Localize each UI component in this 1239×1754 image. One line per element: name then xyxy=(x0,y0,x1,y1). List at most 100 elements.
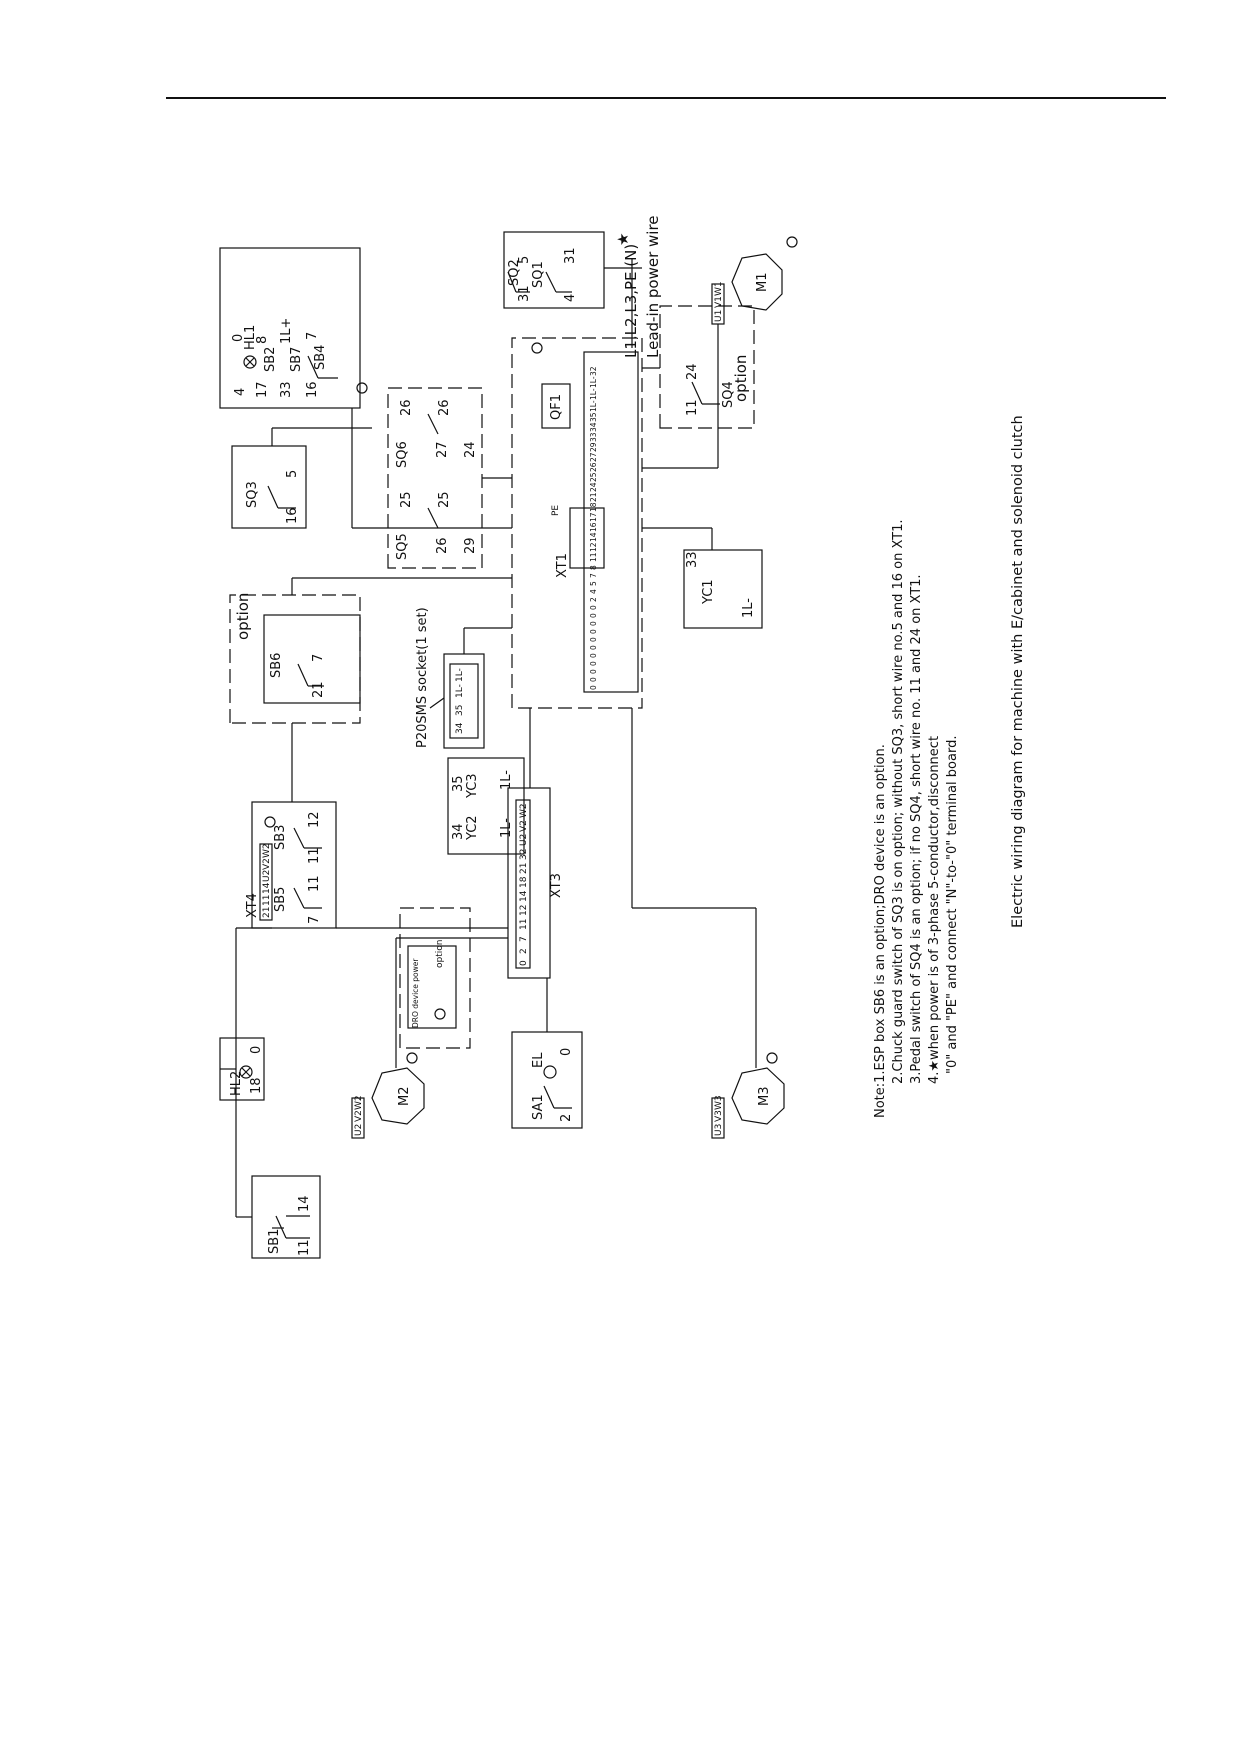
yc3-terminal: 35 xyxy=(451,775,466,792)
sq3-terminal-a: 16 xyxy=(285,507,300,524)
sb5-terminal-a: 7 xyxy=(307,916,322,924)
xt1-terminal: 8 xyxy=(589,565,598,570)
sq6-terminal-b: 27 xyxy=(435,441,450,458)
sb2-terminal-b: 8 xyxy=(255,336,270,344)
sq1-sq2-box: SQ1 SQ2 4 31 31 5 xyxy=(503,231,605,309)
xt1-terminal: 4 xyxy=(589,589,598,594)
sq4-terminal-a: 11 xyxy=(685,399,700,416)
m1-label: M1 xyxy=(755,273,770,293)
sb1-label: SB1 xyxy=(267,1229,282,1254)
sq2-terminal-b: 5 xyxy=(517,256,532,264)
sq4-option-box: SQ4 11 24 option xyxy=(659,305,755,429)
xt1-terminal: 21 xyxy=(589,492,598,502)
socket-pin: 35 xyxy=(455,705,465,716)
m3-terminal: V3 xyxy=(714,1110,724,1122)
sq6-terminal-d: 24 xyxy=(463,441,478,458)
xt1-terminal: 26 xyxy=(589,462,598,472)
sb7-label: SB7 xyxy=(289,347,304,372)
socket-label: P20SMS socket(1 set) xyxy=(415,607,430,748)
xt1-terminal: 0 xyxy=(589,613,598,618)
sq6-terminal-a: 26 xyxy=(399,399,414,416)
xt1-terminal: 12 xyxy=(589,542,598,552)
yc1-label: YC1 xyxy=(701,579,716,605)
xt4-terminal: 21 xyxy=(262,907,272,918)
yc2-bottom-terminal: 1L- xyxy=(499,818,514,838)
socket-pin: 1L- xyxy=(455,684,465,698)
yc1-terminal-a: 33 xyxy=(685,551,700,568)
p20sms-socket: 34 35 1L- 1L- P20SMS socket(1 set) xyxy=(415,607,485,749)
xt1-terminal: 0 xyxy=(589,669,598,674)
hl2-terminal-b: 0 xyxy=(249,1046,264,1054)
sb1-terminal-b: 14 xyxy=(297,1195,312,1212)
power-in-label: L1,L2,L3,PE (N) xyxy=(622,244,640,358)
lead-in-label: Lead-in power wire xyxy=(644,215,662,358)
sb1-terminal-a: 11 xyxy=(297,1239,312,1256)
page-header-rule xyxy=(166,97,1166,99)
sa1-label: SA1 xyxy=(531,1094,546,1120)
xt1-terminal: 11 xyxy=(589,552,598,562)
yc2-yc3-box: YC2 YC3 34 35 1L- 1L- xyxy=(447,757,525,855)
m3-motor: M3 U3 V3 W3 xyxy=(711,1052,785,1139)
xt1-terminal: 16 xyxy=(589,522,598,532)
sq1-terminal-a: 4 xyxy=(563,294,578,302)
xt1-terminal: 34 xyxy=(589,422,598,432)
el-terminal-b: 0 xyxy=(559,1048,574,1056)
dro-power-label: DRO device power xyxy=(411,958,420,1028)
socket-pin: 34 xyxy=(455,722,465,734)
xt4-terminal: W2 xyxy=(262,843,272,858)
xt4-terminal-strip: 21 11 14 U2 V2 W2 xyxy=(262,843,272,918)
xt1-cabinet: XT1 PE QF1 0 0 0 0 0 0 0 0 0 0 0 2 4 5 7… xyxy=(511,337,643,709)
dro-option-box: DRO device power option xyxy=(399,907,471,1049)
sq3-label: SQ3 xyxy=(245,481,260,508)
m2-terminal: V2 xyxy=(354,1110,364,1122)
sq3-terminal-b: 5 xyxy=(285,470,300,478)
sb3-label: SB3 xyxy=(273,825,288,850)
sb6-terminal-b: 7 xyxy=(311,654,326,662)
qf1-label: QF1 xyxy=(549,394,564,420)
xt1-terminal: 17 xyxy=(589,512,598,522)
sq2-terminal-a: 31 xyxy=(517,285,532,302)
sq5-terminal-b: 26 xyxy=(435,537,450,554)
yc3-bottom-terminal: 1L- xyxy=(499,770,514,790)
sq1-terminal-b: 31 xyxy=(563,247,578,264)
sq4-option-label: option xyxy=(732,355,750,402)
sq6-terminal-c: 26 xyxy=(437,399,452,416)
xt1-terminal: 32 xyxy=(589,366,598,376)
xt1-terminal: 27 xyxy=(589,452,598,462)
dro-option-label: option xyxy=(435,940,445,968)
rotated-drawing: SB1 11 14 HL2 18 0 SB5 SB3 7 11 11 12 21 xyxy=(212,215,1239,1268)
xt3-terminal: 2 xyxy=(519,948,529,954)
m2-terminal: U2 xyxy=(354,1124,364,1136)
xt1-terminal: 14 xyxy=(589,532,598,542)
power-lead-in: L1,L2,L3,PE (N) ★ Lead-in power wire xyxy=(614,215,662,358)
note-line-5: "0" and "PE" and connect "N"-to-"0" term… xyxy=(945,736,960,1074)
xt1-terminal-strip: 0 0 0 0 0 0 0 0 0 0 0 2 4 5 7 8 11 12 14… xyxy=(589,366,598,690)
xt1-terminal: 1L- xyxy=(589,400,598,412)
xt1-terminal: 0 xyxy=(589,685,598,690)
note-line-3: 3.Pedal switch of SQ4 is an option; if n… xyxy=(909,574,924,1084)
sq6-label: SQ6 xyxy=(395,441,410,468)
xt1-terminal: 0 xyxy=(589,629,598,634)
sb7-terminal-a: 33 xyxy=(279,381,294,398)
m1-terminal: V1 xyxy=(714,296,724,308)
sq3-box: SQ3 16 5 xyxy=(231,445,307,529)
xt4-label: XT4 xyxy=(245,893,260,918)
xt1-terminal: 7 xyxy=(589,573,598,578)
m1-terminal: W1 xyxy=(714,281,724,296)
xt4-terminal: V2 xyxy=(262,858,272,870)
wiring-diagram: SB1 11 14 HL2 18 0 SB5 SB3 7 11 11 12 21 xyxy=(219,215,1026,1259)
sb3-terminal-a: 11 xyxy=(307,847,322,864)
note-line-4: 4.★when power is of 3-phase 5-conductor,… xyxy=(927,736,942,1084)
xt1-terminal: 29 xyxy=(589,442,598,452)
sb4-sb7-sb2-hl1-box: 16 7 SB4 33 1L+ SB7 17 8 SB2 4 0 HL1 xyxy=(219,247,368,409)
yc1-box: YC1 33 1L- xyxy=(683,549,763,629)
sb6-terminal-a: 21 xyxy=(311,681,326,698)
hl2-terminal-a: 18 xyxy=(249,1077,264,1094)
sb1-box: SB1 11 14 xyxy=(251,1175,321,1259)
xt1-terminal: 35 xyxy=(589,412,598,422)
xt1-label: XT1 xyxy=(555,553,570,578)
xt3-terminal: 21 xyxy=(519,863,529,874)
sb3-terminal-b: 12 xyxy=(307,811,322,828)
m3-label: M3 xyxy=(757,1087,772,1107)
xt3-terminal: 11 xyxy=(519,919,529,930)
